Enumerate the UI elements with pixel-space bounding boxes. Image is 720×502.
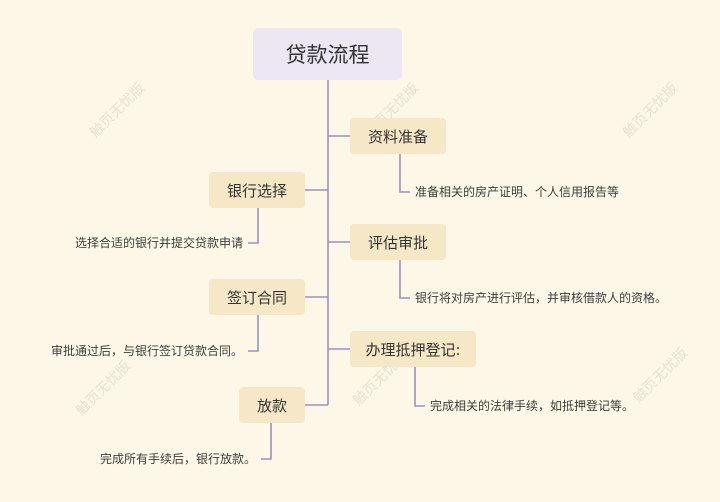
detail-loan-disbursement: 完成所有手续后，银行放款。 — [99, 452, 256, 466]
node-bank-selection[interactable]: 银行选择 — [209, 172, 305, 208]
node-loan-disbursement[interactable]: 放款 — [239, 387, 305, 423]
detail-sign-contract: 审批通过后，与银行签订贷款合同。 — [50, 344, 243, 358]
detail-bank-selection: 选择合适的银行并提交贷款申请 — [74, 236, 243, 250]
node-sign-contract[interactable]: 签订合同 — [209, 279, 305, 315]
detail-mortgage-registration: 完成相关的法律手续，如抵押登记等。 — [430, 399, 635, 413]
detail-data-preparation: 准备相关的房产证明、个人信用报告等 — [415, 185, 620, 199]
node-data-preparation[interactable]: 资料准备 — [350, 118, 446, 154]
root-node[interactable]: 贷款流程 — [253, 28, 402, 80]
node-appraisal-approval[interactable]: 评估审批 — [350, 224, 446, 260]
detail-appraisal-approval: 银行将对房产进行评估，并审核借款人的资格。 — [415, 291, 668, 305]
node-mortgage-registration[interactable]: 办理抵押登记: — [350, 331, 476, 367]
